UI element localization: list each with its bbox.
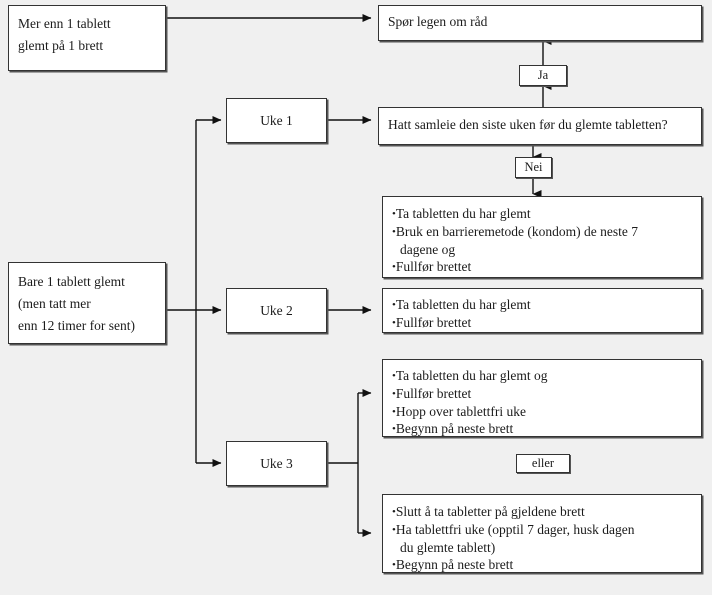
or-label-text: eller (531, 455, 555, 470)
list-item: dagene og (400, 241, 456, 257)
week-3-label: Uke 3 (260, 455, 293, 471)
week-2-label: Uke 2 (260, 302, 293, 318)
week-3-box[interactable]: Uke 3 (226, 441, 327, 486)
list-item: Slutt å ta tabletter på gjeldene brett (392, 503, 692, 521)
advice-week-3-option-b-box: Slutt å ta tabletter på gjeldene brett H… (382, 494, 702, 573)
intercourse-question-box: Hatt samleie den siste uken før du glemt… (378, 107, 702, 145)
list-item: Ta tabletten du har glemt og (392, 367, 692, 385)
yes-label-box: Ja (519, 65, 567, 86)
missed-multiple-line-2: glemt på 1 brett (18, 37, 104, 53)
intercourse-question-label: Hatt samleie den siste uken før du glemt… (388, 117, 668, 132)
advice-week-3-option-a-box: Ta tabletten du har glemt og Fullfør bre… (382, 359, 702, 437)
advice-week-2-box: Ta tabletten du har glemt Fullfør brette… (382, 288, 702, 333)
list-item: Ta tabletten du har glemt (392, 205, 692, 223)
missed-multiple-pills-text: Mer enn 1 tablett glemt på 1 brett (9, 6, 165, 62)
week-1-box[interactable]: Uke 1 (226, 98, 327, 143)
list-item: Hopp over tablettfri uke (392, 403, 692, 421)
ask-doctor-box: Spør legen om råd (378, 5, 702, 41)
advice-week-3-a-list: Ta tabletten du har glemt og Fullfør bre… (392, 367, 692, 438)
or-label-box: eller (516, 454, 570, 473)
no-label-box: Nei (515, 157, 552, 178)
list-item: du glemte tablett) (400, 539, 496, 555)
advice-week-3-b-list: Slutt å ta tabletter på gjeldene brett H… (392, 503, 692, 574)
advice-week-2-list: Ta tabletten du har glemt Fullfør brette… (392, 296, 692, 332)
missed-multiple-line-1: Mer enn 1 tablett (18, 16, 111, 31)
week-2-box[interactable]: Uke 2 (226, 288, 327, 333)
ask-doctor-label: Spør legen om råd (388, 14, 488, 29)
list-item: Ha tablettfri uke (opptil 7 dager, husk … (392, 521, 692, 539)
yes-label-text: Ja (537, 67, 549, 82)
list-item: Fullfør brettet (392, 385, 692, 403)
missed-one-line-1: Bare 1 tablett glemt (18, 274, 125, 289)
week-1-label: Uke 1 (260, 112, 293, 128)
list-item: Ta tabletten du har glemt (392, 296, 692, 314)
missed-one-line-3: enn 12 timer for sent) (18, 317, 135, 333)
no-label-text: Nei (524, 159, 543, 174)
list-item: Bruk en barrieremetode (kondom) de neste… (392, 223, 692, 241)
advice-week-1-box: Ta tabletten du har glemt Bruk en barrie… (382, 196, 702, 278)
list-item: Fullfør brettet (392, 258, 692, 276)
missed-multiple-pills-box: Mer enn 1 tablett glemt på 1 brett (8, 5, 166, 71)
list-item: Begynn på neste brett (392, 556, 692, 574)
list-item: Begynn på neste brett (392, 420, 692, 438)
missed-one-line-2: (men tatt mer (18, 295, 91, 311)
advice-week-1-list: Ta tabletten du har glemt Bruk en barrie… (392, 205, 692, 276)
missed-one-pill-box: Bare 1 tablett glemt (men tatt mer enn 1… (8, 262, 166, 344)
list-item: Fullfør brettet (392, 314, 692, 332)
